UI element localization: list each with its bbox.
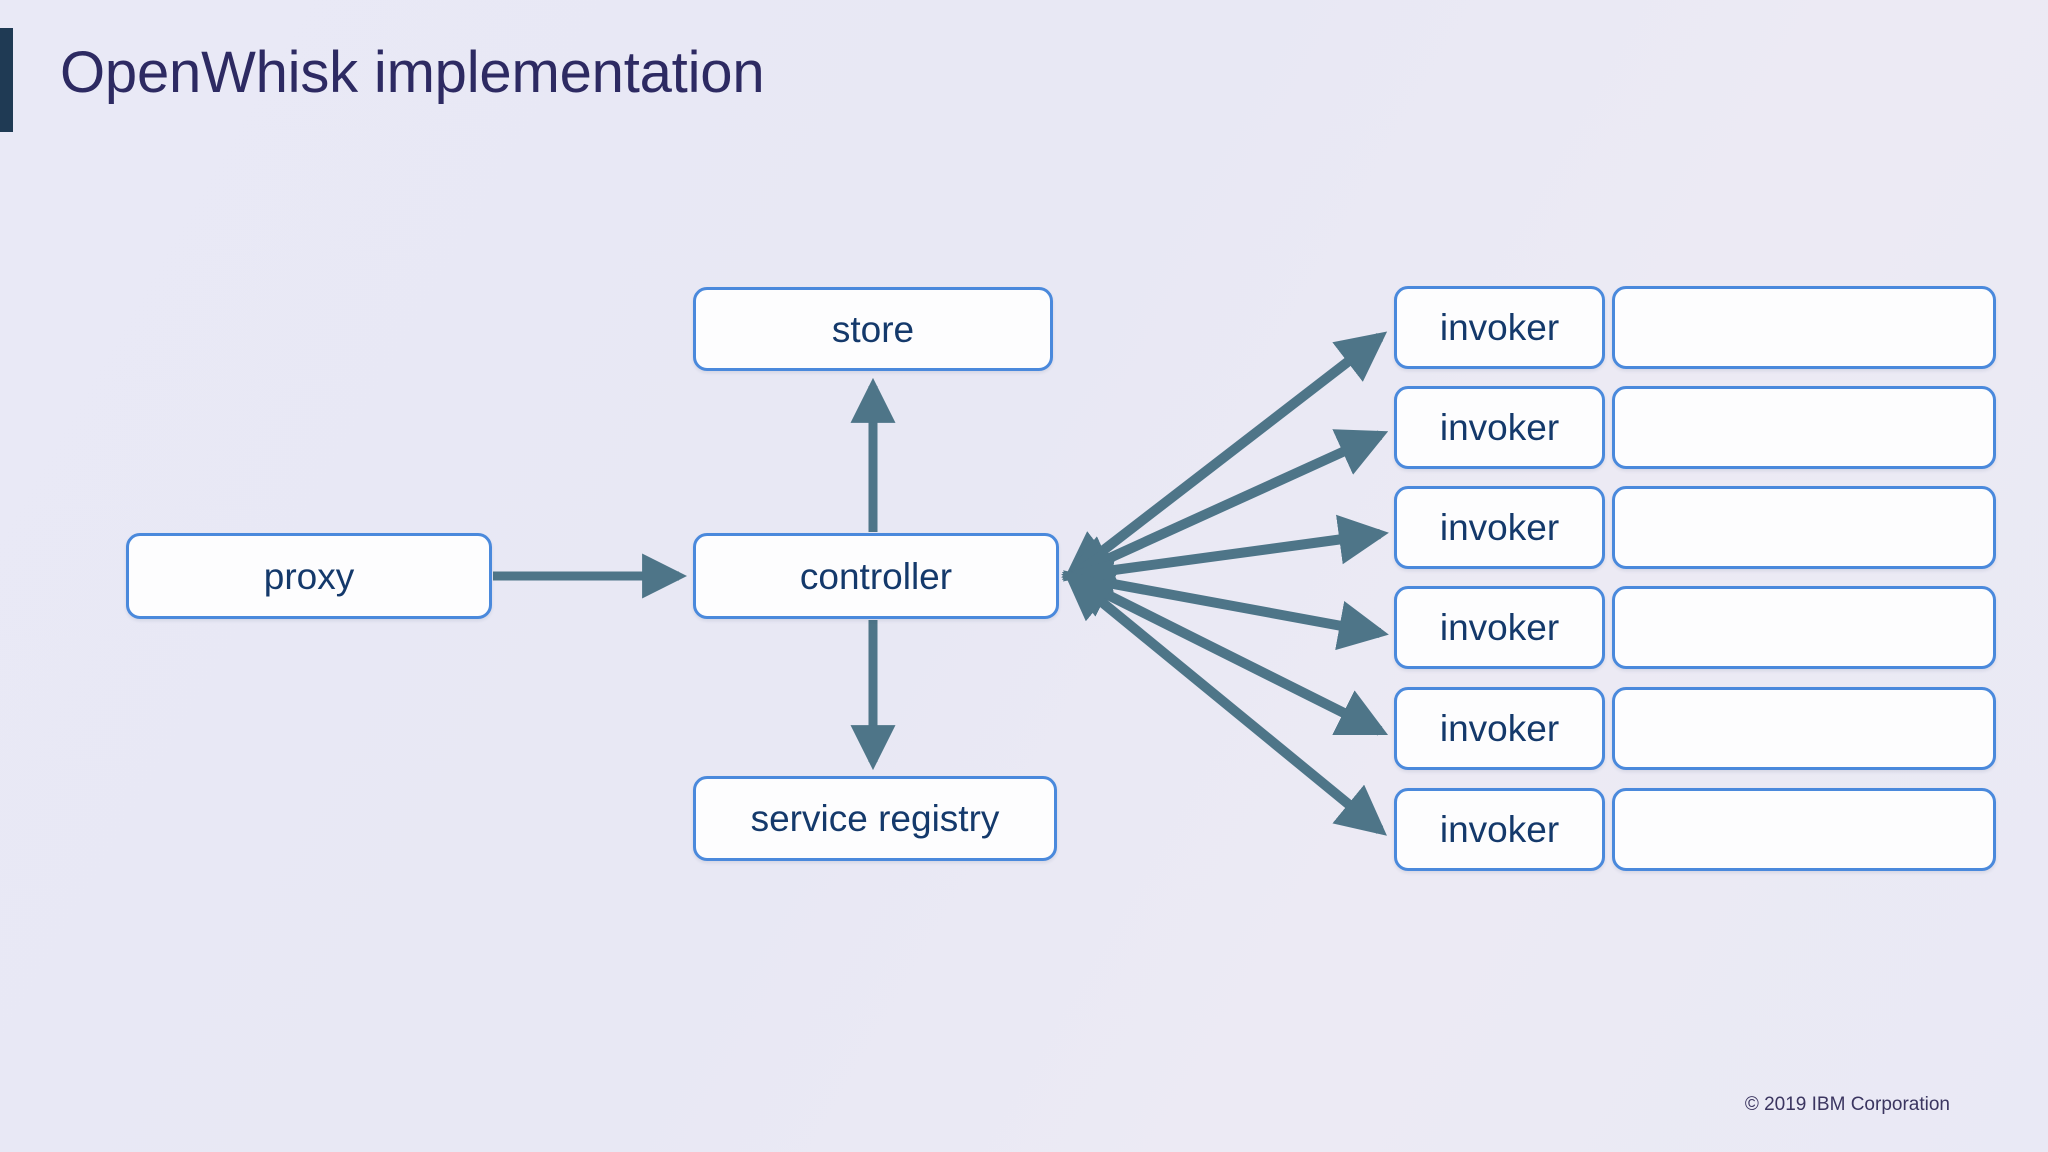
node-invoker-4-label: invoker	[1439, 607, 1560, 648]
invoker-row: invoker	[1394, 687, 1996, 770]
node-controller[interactable]: controller	[693, 533, 1059, 619]
invoker-4-slot[interactable]	[1612, 586, 1996, 669]
node-invoker-2-label: invoker	[1439, 407, 1560, 448]
node-service-registry-label: service registry	[750, 798, 1000, 839]
node-invoker-6[interactable]: invoker	[1394, 788, 1605, 871]
invoker-3-slot[interactable]	[1612, 486, 1996, 569]
node-invoker-5-label: invoker	[1439, 708, 1560, 749]
node-invoker-1[interactable]: invoker	[1394, 286, 1605, 369]
node-proxy-label: proxy	[263, 555, 355, 597]
node-invoker-3-label: invoker	[1439, 507, 1560, 548]
node-proxy[interactable]: proxy	[126, 533, 492, 619]
invoker-2-slot[interactable]	[1612, 386, 1996, 469]
invoker-row: invoker	[1394, 386, 1996, 469]
invoker-5-slot[interactable]	[1612, 687, 1996, 770]
invoker-row: invoker	[1394, 286, 1996, 369]
invoker-row: invoker	[1394, 586, 1996, 669]
page-title: OpenWhisk implementation	[60, 40, 765, 105]
connector-controller-to-invoker-1	[1062, 331, 1388, 582]
title-accent-bar	[0, 28, 13, 132]
connector-controller-to-invoker-2	[1061, 429, 1389, 582]
node-store-label: store	[831, 308, 915, 350]
connector-controller-to-invoker-4	[1061, 558, 1389, 651]
invoker-6-slot[interactable]	[1612, 788, 1996, 871]
invoker-1-slot[interactable]	[1612, 286, 1996, 369]
connector-controller-to-invoker-5	[1061, 571, 1389, 736]
node-invoker-3[interactable]: invoker	[1394, 486, 1605, 569]
copyright-footer: © 2019 IBM Corporation	[1744, 1094, 1950, 1115]
invoker-row: invoker	[1394, 486, 1996, 569]
node-invoker-1-label: invoker	[1439, 307, 1560, 348]
node-store[interactable]: store	[693, 287, 1053, 371]
node-controller-label: controller	[799, 555, 953, 597]
node-service-registry[interactable]: service registry	[693, 776, 1057, 861]
connector-controller-to-invoker-3	[1061, 514, 1389, 596]
node-invoker-6-label: invoker	[1439, 809, 1560, 850]
invoker-row: invoker	[1394, 788, 1996, 871]
connector-controller-to-invoker-6	[1063, 570, 1387, 836]
node-invoker-2[interactable]: invoker	[1394, 386, 1605, 469]
node-invoker-4[interactable]: invoker	[1394, 586, 1605, 669]
node-invoker-5[interactable]: invoker	[1394, 687, 1605, 770]
